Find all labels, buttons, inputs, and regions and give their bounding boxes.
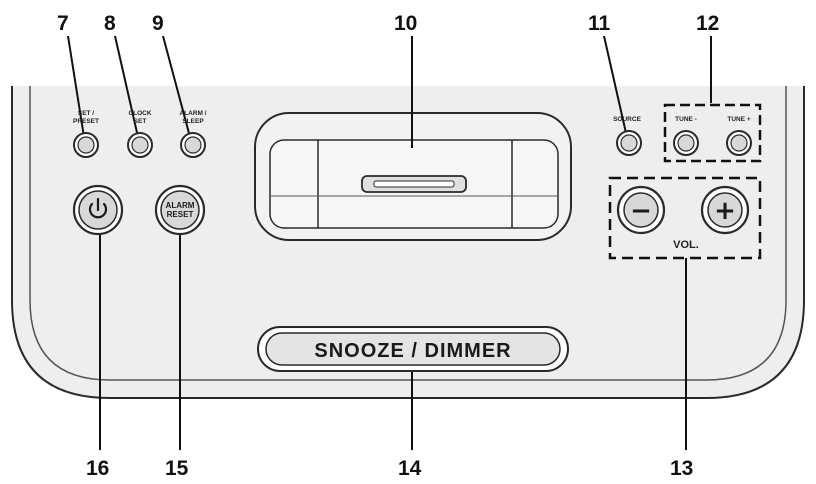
callout-16: 16 xyxy=(86,457,109,480)
leader-lines xyxy=(67,35,712,450)
callout-9: 9 xyxy=(152,12,164,35)
callout-12: 12 xyxy=(696,12,719,35)
volume-plus-sign: + xyxy=(714,196,736,226)
callout-13: 13 xyxy=(670,457,693,480)
tune-minus-button[interactable] xyxy=(673,130,699,156)
alarm-reset-label-2: RESET xyxy=(167,210,194,219)
snooze-dimmer-button[interactable] xyxy=(257,326,569,372)
callout-8: 8 xyxy=(104,12,116,35)
dock xyxy=(254,112,572,241)
volume-minus-sign: − xyxy=(630,196,652,226)
callout-7: 7 xyxy=(57,12,69,35)
power-button[interactable] xyxy=(72,184,124,236)
tune-plus-button[interactable] xyxy=(726,130,752,156)
volume-up-button[interactable] xyxy=(700,185,750,235)
set-preset-button[interactable] xyxy=(73,132,99,158)
snooze-dimmer-label: SNOOZE / DIMMER xyxy=(314,340,511,362)
tune-minus-label: TUNE - xyxy=(675,116,697,123)
clock-set-button[interactable] xyxy=(127,132,153,158)
clock-set-label-2: SET xyxy=(134,118,147,125)
device-inner-contour xyxy=(29,86,787,381)
alarm-sleep-label-2: SLEEP xyxy=(182,118,204,125)
source-label: SOURCE xyxy=(613,116,641,123)
alarm-reset-button[interactable] xyxy=(154,184,206,236)
power-icon xyxy=(88,197,108,219)
volume-group-outline xyxy=(608,176,762,260)
alarm-sleep-label-1: ALARM / xyxy=(179,110,206,117)
callout-14: 14 xyxy=(398,457,422,480)
callout-11: 11 xyxy=(588,12,611,35)
source-button[interactable] xyxy=(616,130,642,156)
volume-down-button[interactable] xyxy=(616,185,666,235)
alarm-sleep-button[interactable] xyxy=(180,132,206,158)
device-body xyxy=(11,86,805,399)
clock-set-label-1: CLOCK xyxy=(128,110,151,117)
callout-10: 10 xyxy=(394,12,417,35)
set-preset-label-1: SET / xyxy=(78,110,94,117)
tune-group-outline xyxy=(663,103,762,163)
callout-15: 15 xyxy=(165,457,189,480)
volume-label: VOL. xyxy=(673,239,699,251)
tune-plus-label: TUNE + xyxy=(727,116,751,123)
set-preset-label-2: PRESET xyxy=(73,118,99,125)
alarm-reset-label-1: ALARM xyxy=(166,201,195,210)
